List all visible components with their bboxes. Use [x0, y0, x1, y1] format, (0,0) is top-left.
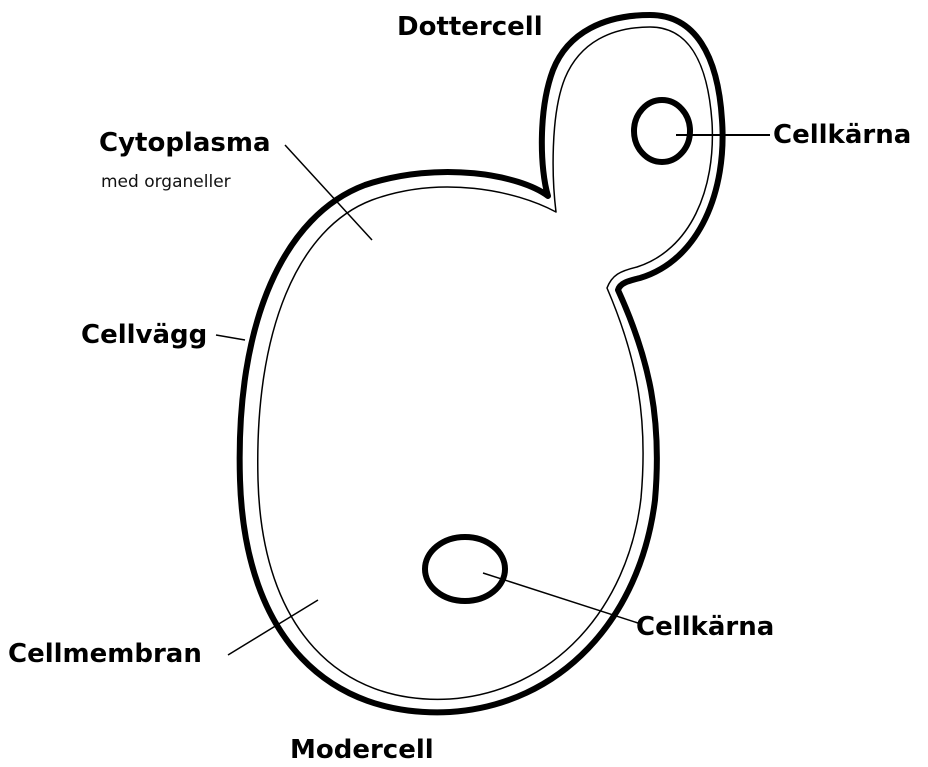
label-nucleus-mother: Cellkärna — [636, 614, 774, 640]
leader-line-cell-wall — [216, 335, 245, 340]
label-cell-wall: Cellvägg — [81, 322, 207, 348]
daughter-nucleus — [634, 100, 690, 162]
label-nucleus-daughter: Cellkärna — [773, 122, 911, 148]
label-cytoplasm-sub: med organeller — [101, 174, 231, 191]
label-mother-cell: Modercell — [290, 737, 434, 763]
label-daughter-cell: Dottercell — [397, 14, 543, 40]
leader-line-cell-membrane — [228, 600, 318, 655]
cell-wall-outline — [240, 15, 723, 712]
label-cell-membrane: Cellmembran — [8, 641, 202, 667]
leader-line-mother-nucleus — [483, 573, 638, 623]
mother-nucleus — [425, 537, 505, 601]
label-cytoplasm: Cytoplasma — [99, 130, 271, 156]
leader-line-cytoplasm — [285, 145, 372, 240]
